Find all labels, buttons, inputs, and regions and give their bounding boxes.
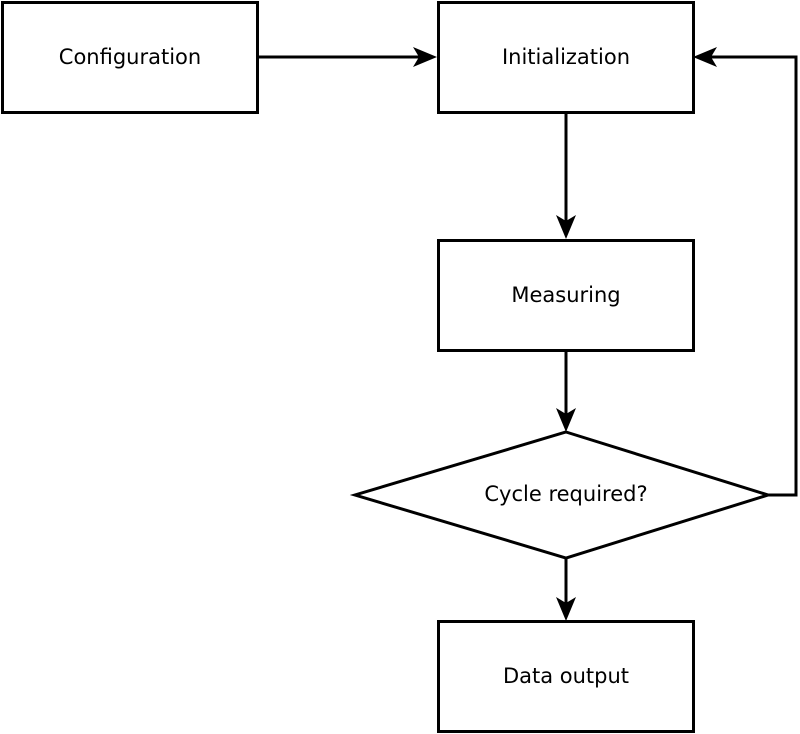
edge-cycle-required-to-data-output: [556, 558, 576, 621]
arrowhead-into-measuring-top: [556, 215, 576, 239]
node-measuring-label: Measuring: [511, 283, 620, 307]
node-cycle-required-shape[interactable]: [349, 430, 774, 560]
node-configuration-label: Configuration: [59, 45, 201, 69]
edge-initialization-to-measuring: [556, 112, 576, 239]
edge-cycle-required-to-initialization-feedback: [693, 47, 798, 497]
node-measuring[interactable]: Measuring: [437, 239, 695, 352]
arrowhead-into-data-output-top: [556, 597, 576, 621]
edge-line-cycle-required-to-initialization: [706, 55, 798, 497]
edge-configuration-to-initialization: [259, 47, 437, 67]
node-cycle-required-label: Cycle required?: [484, 482, 647, 506]
node-initialization-label: Initialization: [502, 45, 630, 69]
node-configuration-shape[interactable]: [1, 1, 259, 114]
arrowhead-into-initialization-left: [413, 47, 437, 67]
node-data-output-shape[interactable]: [437, 620, 695, 733]
edge-measuring-to-cycle-required: [556, 350, 576, 432]
node-data-output[interactable]: Data output: [437, 620, 695, 733]
node-data-output-label: Data output: [503, 664, 629, 688]
node-cycle-required[interactable]: Cycle required?: [349, 430, 774, 560]
node-configuration[interactable]: Configuration: [1, 1, 259, 114]
node-initialization[interactable]: Initialization: [437, 1, 695, 114]
node-initialization-shape[interactable]: [437, 1, 695, 114]
arrowhead-into-cycle-required-top: [556, 408, 576, 432]
arrowhead-into-initialization-right: [693, 47, 717, 67]
node-measuring-shape[interactable]: [437, 239, 695, 352]
